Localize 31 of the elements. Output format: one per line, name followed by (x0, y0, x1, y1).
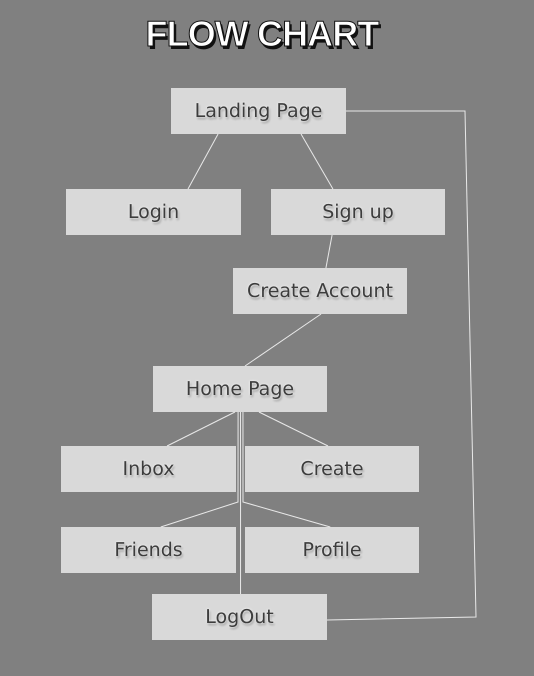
process-box (61, 446, 236, 492)
node-label: Landing Page (194, 98, 322, 124)
node-label: Login (128, 200, 180, 225)
node-label: LogOut (205, 604, 274, 630)
node-label: Friends (114, 538, 183, 563)
connector-line (325, 234, 333, 268)
process-box (152, 594, 327, 640)
node-label: Inbox (122, 456, 174, 482)
node-label: Create (300, 456, 364, 482)
connector-line (166, 412, 236, 446)
process-box (245, 527, 419, 573)
title: FLOW CHART (144, 12, 380, 56)
connector-line (326, 110, 477, 620)
connector-line (187, 134, 219, 190)
process-box (61, 527, 236, 573)
node-label: Sign up (322, 200, 394, 225)
connector-line (240, 412, 242, 594)
process-box (153, 366, 327, 412)
process-box (233, 268, 407, 314)
node-label: Home Page (186, 376, 294, 402)
node-label: Profile (302, 538, 362, 563)
connector-line (258, 412, 328, 446)
connector-line (300, 134, 334, 190)
connector-line (242, 412, 331, 528)
process-box (245, 446, 419, 492)
node-label: Create Account (247, 278, 393, 304)
process-box (271, 189, 445, 235)
connector-line (160, 412, 239, 528)
process-box (66, 189, 241, 235)
connector-line (244, 314, 322, 366)
process-box (171, 88, 346, 134)
